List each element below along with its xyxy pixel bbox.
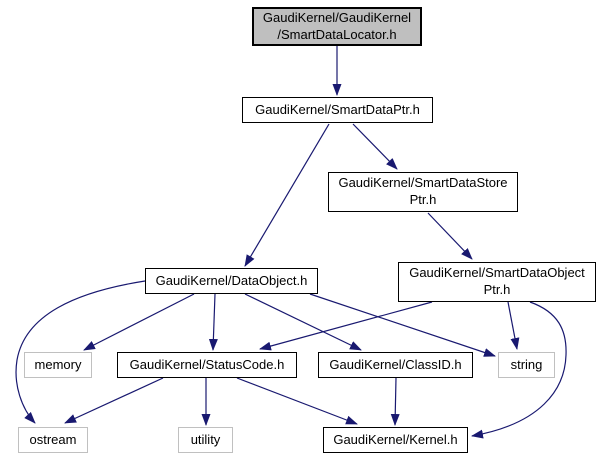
node-smartdatalocator-label-line2: /SmartDataLocator.h	[277, 26, 397, 42]
node-memory: memory	[24, 352, 92, 378]
node-string: string	[498, 352, 555, 378]
node-utility: utility	[178, 427, 233, 453]
node-dataobject[interactable]: GaudiKernel/DataObject.h	[145, 268, 318, 294]
node-smartdataptr[interactable]: GaudiKernel/SmartDataPtr.h	[242, 97, 433, 123]
node-utility-label: utility	[190, 431, 221, 447]
edge-dataobject-statuscode	[208, 293, 218, 351]
edge-classid-kernel	[390, 377, 400, 426]
node-smartdataobjectptr-label-line1: GaudiKernel/SmartDataObject	[409, 265, 585, 281]
edge-statuscode-kernel	[236, 377, 358, 425]
edge-dataobject-classid	[244, 293, 362, 351]
node-classid[interactable]: GaudiKernel/ClassID.h	[318, 352, 473, 378]
node-smartdataobjectptr-label-line2: Ptr.h	[483, 282, 511, 297]
node-ostream: ostream	[18, 427, 88, 453]
edge-statuscode-ostream	[64, 377, 164, 424]
node-smartdatalocator-label-line1: GaudiKernel/GaudiKernel	[262, 9, 412, 25]
edge-dataobject-memory	[83, 293, 195, 351]
edge-smartdataobjectptr-statuscode	[259, 301, 433, 351]
edge-smartdatastoreptr-smartdataobjectptr	[427, 212, 473, 260]
node-kernel[interactable]: GaudiKernel/Kernel.h	[323, 427, 468, 453]
node-string-label: string	[510, 356, 543, 372]
node-smartdataobjectptr[interactable]: GaudiKernel/SmartDataObject Ptr.h	[398, 262, 596, 302]
node-kernel-label: GaudiKernel/Kernel.h	[333, 431, 458, 447]
edge-smartdataptr-smartdatastoreptr	[352, 123, 398, 170]
node-smartdatastoreptr-label-line1: GaudiKernel/SmartDataStore	[338, 175, 508, 191]
edge-smartdataobjectptr-string	[507, 301, 520, 350]
edge-smartdataobjectptr-kernel	[471, 301, 567, 439]
node-smartdataptr-label: GaudiKernel/SmartDataPtr.h	[255, 101, 420, 117]
node-smartdatastoreptr-label-line2: Ptr.h	[409, 192, 437, 207]
edge-dataobject-ostream	[15, 280, 146, 424]
node-classid-label: GaudiKernel/ClassID.h	[329, 356, 462, 372]
node-statuscode-label: GaudiKernel/StatusCode.h	[129, 356, 285, 372]
node-smartdatalocator: GaudiKernel/GaudiKernel /SmartDataLocato…	[252, 7, 422, 46]
node-dataobject-label: GaudiKernel/DataObject.h	[155, 272, 308, 288]
node-smartdatastoreptr[interactable]: GaudiKernel/SmartDataStore Ptr.h	[328, 172, 518, 212]
node-memory-label: memory	[34, 356, 82, 372]
edge-dataobject-string	[309, 293, 496, 357]
edge-smartdataptr-dataobject	[244, 123, 330, 267]
node-ostream-label: ostream	[29, 431, 77, 447]
node-statuscode[interactable]: GaudiKernel/StatusCode.h	[117, 352, 297, 378]
